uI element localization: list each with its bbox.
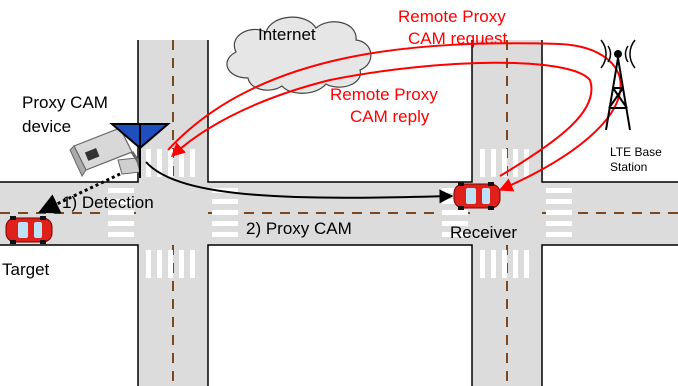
antenna-icon [109, 123, 171, 178]
proxy-device-label-2: device [22, 117, 71, 136]
left-vertical-road [138, 40, 208, 386]
lte-tower-icon [600, 39, 636, 131]
detection-label: 1) Detection [62, 193, 154, 212]
internet-label: Internet [258, 25, 316, 44]
remote-reply-arrow [170, 61, 593, 177]
lte-label-1: LTE Base [610, 145, 662, 159]
proxy-cam-arrow [145, 161, 454, 204]
proxy-device-label-1: Proxy CAM [22, 93, 108, 112]
road-network [0, 40, 678, 386]
cloud-icon [226, 16, 372, 94]
remote-request-arrow [167, 42, 622, 192]
car-icon [5, 216, 53, 244]
remote-reply-label-1: Remote Proxy [330, 85, 438, 104]
road-edges [0, 40, 678, 386]
camera-icon [69, 127, 142, 178]
remote-reply-label-2: CAM reply [350, 107, 430, 126]
remote-links [167, 42, 622, 192]
lte-label-2: Station [610, 160, 647, 174]
right-vertical-road [472, 40, 542, 386]
remote-request-label-1: Remote Proxy [398, 7, 506, 26]
target-label: Target [2, 260, 50, 279]
crosswalks [108, 149, 572, 278]
receiver-label: Receiver [450, 223, 517, 242]
car-icon [453, 182, 501, 210]
detection-arrow [38, 172, 121, 214]
proxy-cam-label: 2) Proxy CAM [246, 219, 352, 238]
remote-request-label-2: CAM request [408, 29, 507, 48]
